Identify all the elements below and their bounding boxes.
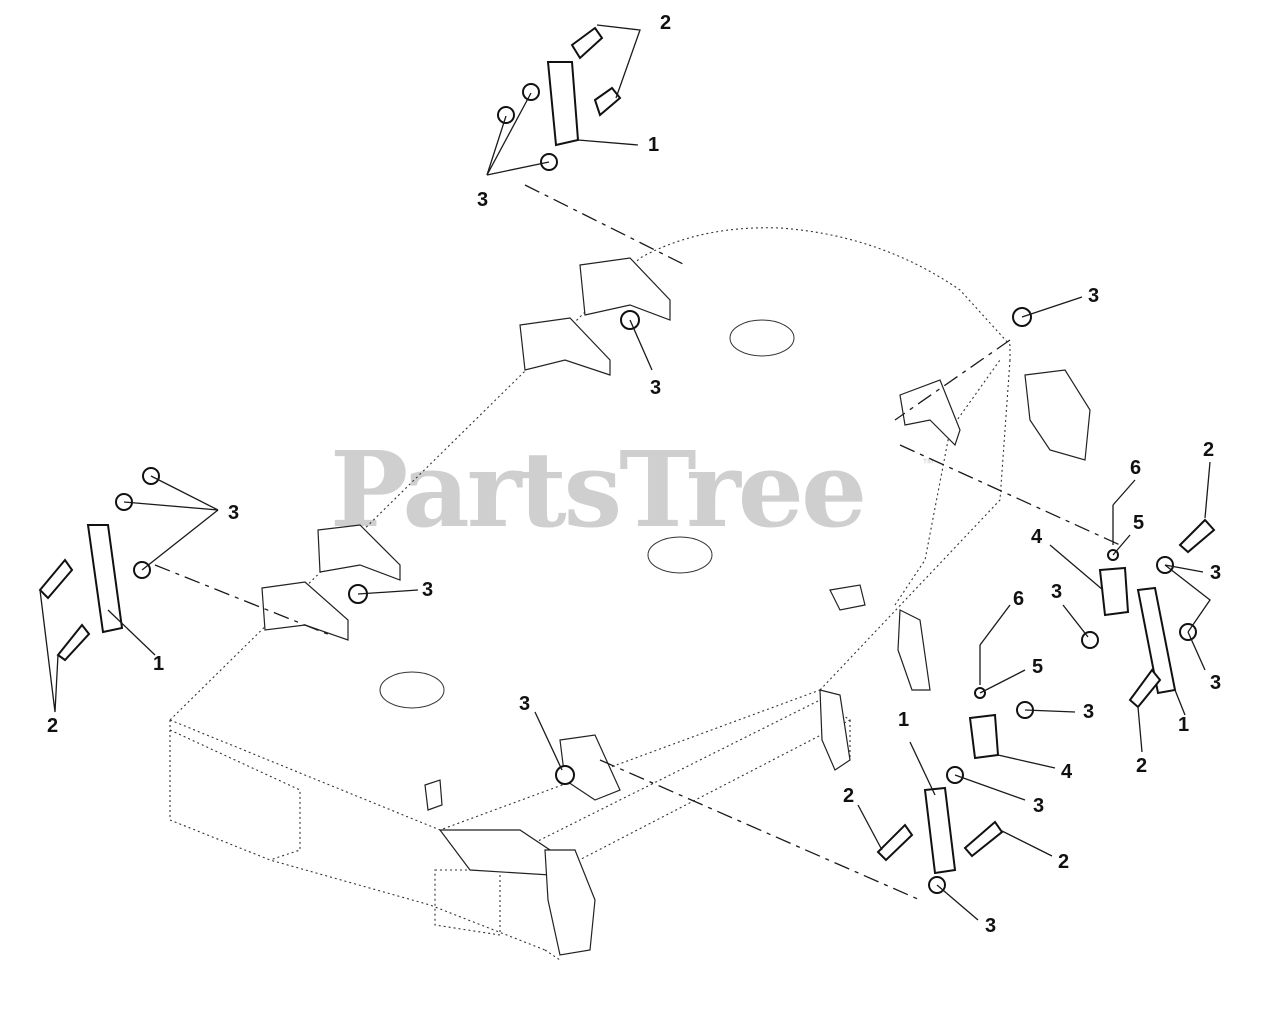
callout-label: 3 — [1210, 672, 1222, 694]
clamp-parts — [968, 505, 1130, 760]
callout-label: 3 — [477, 189, 489, 211]
leader-lines — [39, 24, 1211, 921]
watermark-text: PartsTree — [330, 428, 867, 551]
callout-label: 2 — [1136, 755, 1148, 777]
assembly-lines — [154, 184, 1121, 901]
callout-label: 3 — [1088, 285, 1100, 307]
callout-label: 5 — [1032, 656, 1044, 678]
callout-label: 3 — [228, 502, 240, 524]
callout-label: 2 — [843, 785, 855, 807]
callout-label: 4 — [1061, 761, 1073, 783]
callout-label: 2 — [660, 12, 672, 34]
callout-label: 2 — [1203, 439, 1215, 461]
callout-label: 4 — [1031, 526, 1043, 548]
callout-label: 3 — [650, 377, 662, 399]
mounting-brackets — [261, 257, 1091, 956]
callout-label: 3 — [1033, 795, 1045, 817]
callout-label: 3 — [985, 915, 997, 937]
callout-label: 3 — [1083, 701, 1095, 723]
callout-label: 3 — [1210, 562, 1222, 584]
callout-label: 1 — [153, 653, 165, 675]
deck-skirt — [169, 699, 852, 955]
callout-label: 2 — [1058, 851, 1070, 873]
callout-label: 1 — [648, 134, 660, 156]
spindle-openings — [379, 319, 795, 709]
callout-label: 2 — [47, 715, 59, 737]
nut-parts — [115, 83, 1197, 894]
callout-label: 1 — [898, 709, 910, 731]
callout-label: 6 — [1130, 457, 1142, 479]
callout-label: 3 — [422, 579, 434, 601]
callout-label: 3 — [519, 693, 531, 715]
callout-label: 5 — [1133, 512, 1145, 534]
callout-label: 1 — [1178, 714, 1190, 736]
bolt-parts — [38, 26, 1216, 862]
callout-label: 6 — [1013, 588, 1025, 610]
callout-label: 3 — [1051, 581, 1063, 603]
chain-parts — [86, 61, 1177, 875]
